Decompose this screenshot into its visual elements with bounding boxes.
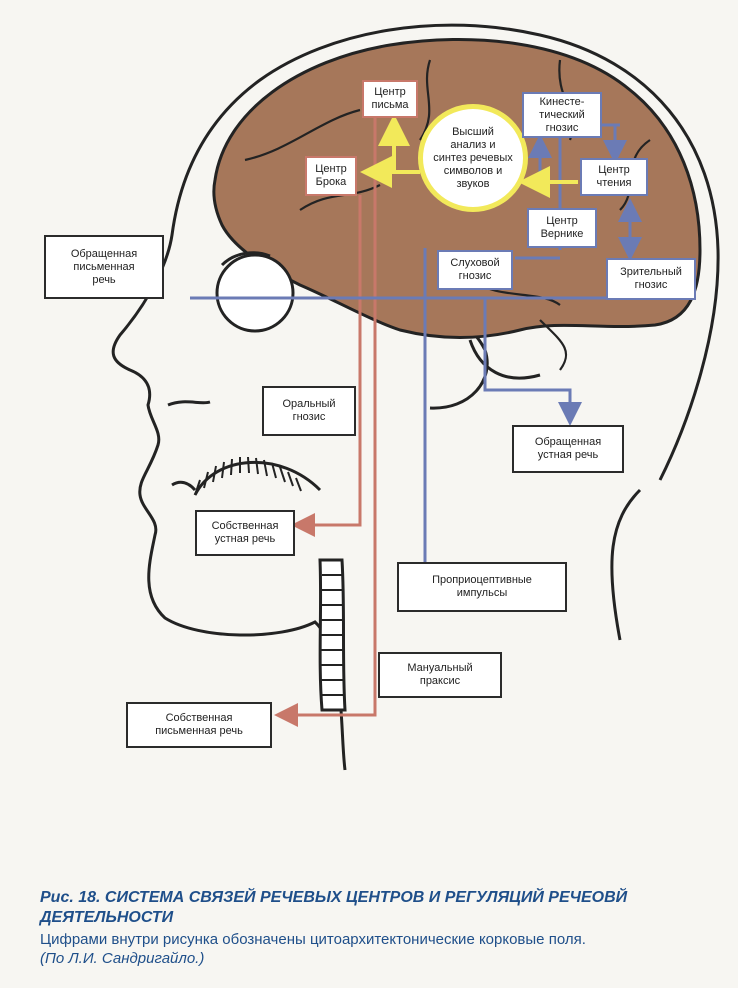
eye-lid bbox=[220, 251, 271, 267]
label-auditory-gnosis: Слуховой гнозис bbox=[437, 250, 513, 290]
label-proprioceptive-impulses: Проприоцептивные импульсы bbox=[397, 562, 567, 612]
figure-caption: Рис. 18. СИСТЕМА СВЯЗЕЙ РЕЧЕВЫХ ЦЕНТРОВ … bbox=[40, 888, 730, 968]
label-writing-center: Центр письма bbox=[362, 80, 418, 118]
label-manual-praxis: Мануальный праксис bbox=[378, 652, 502, 698]
caption-title: Рис. 18. СИСТЕМА СВЯЗЕЙ РЕЧЕВЫХ ЦЕНТРОВ … bbox=[40, 889, 628, 926]
label-oral-reverse-speech: Обращенная устная речь bbox=[512, 425, 624, 473]
neck-back bbox=[610, 488, 642, 641]
head-outline bbox=[111, 23, 720, 771]
yellow-arrows bbox=[360, 114, 578, 198]
ear-outline bbox=[429, 326, 489, 410]
label-own-oral-speech: Собственная устная речь bbox=[195, 510, 295, 556]
cerebellum-stem bbox=[468, 339, 541, 380]
palate bbox=[193, 460, 322, 496]
label-reading-center: Центр чтения bbox=[580, 158, 648, 196]
label-broca-center: Центр Брока bbox=[305, 156, 357, 196]
label-own-written-speech: Собственная письменная речь bbox=[126, 702, 272, 748]
lips bbox=[167, 400, 211, 492]
label-kinesthetic-gnosis: Кинесте- тический гнозис bbox=[522, 92, 602, 138]
caption-credit: (По Л.И. Сандригайло.) bbox=[40, 950, 205, 967]
label-oral-gnosis: Оральный гнозис bbox=[262, 386, 356, 436]
teeth-comb bbox=[194, 456, 302, 496]
blue-pathways bbox=[190, 123, 642, 565]
caption-text: Цифрами внутри рисунка обозначены цитоар… bbox=[40, 931, 586, 948]
label-higher-analysis: Высший анализ и синтез речевых символов … bbox=[418, 104, 528, 212]
label-visual-gnosis: Зрительный гнозис bbox=[606, 258, 696, 300]
eye bbox=[215, 253, 295, 333]
label-wernicke-center: Центр Вернике bbox=[527, 208, 597, 248]
label-written-reverse-speech: Обращенная письменная речь bbox=[44, 235, 164, 299]
red-pathways bbox=[274, 112, 377, 727]
